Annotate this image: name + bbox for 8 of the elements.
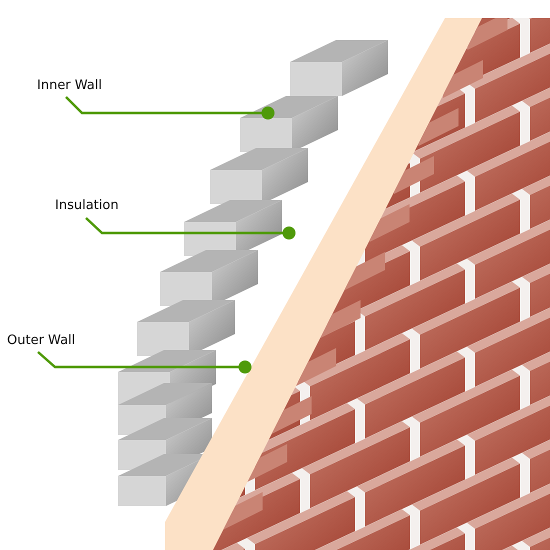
part-label: Insulation [55, 198, 119, 213]
part-label: Outer Wall [7, 333, 76, 348]
leader-line [85, 217, 296, 240]
leader-line [37, 351, 252, 374]
outer-wall-drawing [213, 18, 550, 550]
part-label: Inner Wall [37, 78, 102, 93]
insulation-layer [165, 18, 482, 550]
leader-line [65, 96, 274, 120]
